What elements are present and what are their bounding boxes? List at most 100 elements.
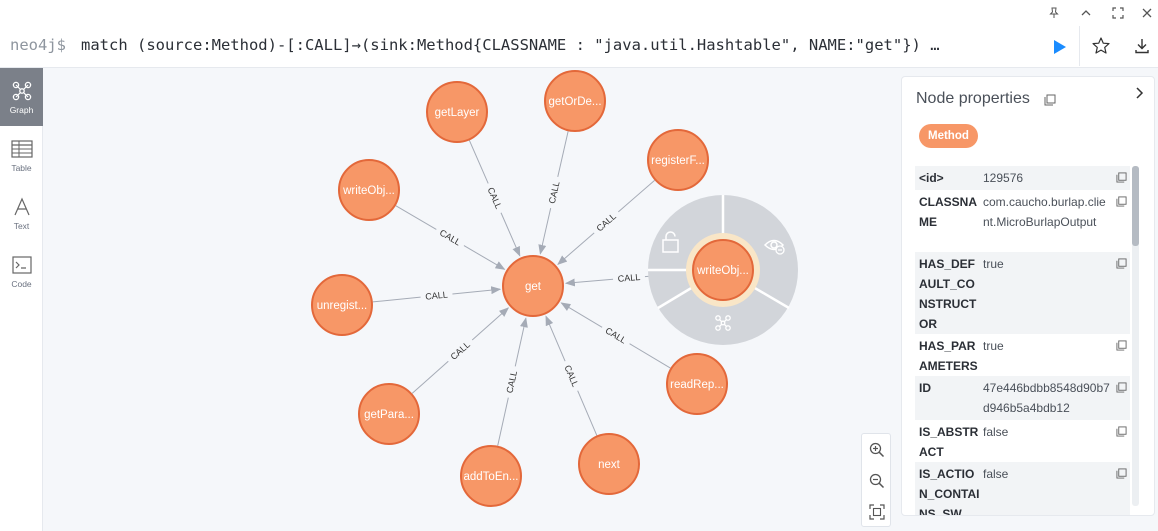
properties-scrollbar[interactable]: [1132, 166, 1139, 506]
copy-icon[interactable]: [1044, 94, 1056, 106]
unlock-icon[interactable]: [662, 231, 679, 253]
relationship-line[interactable]: [577, 390, 598, 436]
node-caption: unregist...: [317, 300, 368, 312]
relationship-label[interactable]: CALL: [486, 186, 504, 211]
node-caption: readRep...: [670, 379, 724, 391]
relationship-line[interactable]: [463, 245, 506, 270]
favorite-star-icon[interactable]: [1091, 36, 1111, 56]
graph-node[interactable]: registerF...: [647, 129, 709, 191]
chevron-right-icon[interactable]: [1131, 85, 1147, 101]
relationship-line[interactable]: [452, 286, 502, 295]
relationship-label[interactable]: CALL: [594, 211, 618, 233]
expand-graph-icon[interactable]: [715, 315, 731, 331]
graph-node[interactable]: writeObj...: [338, 159, 400, 221]
graph-icon: [10, 79, 34, 103]
node-caption: addToEn...: [464, 471, 519, 483]
sidebar-item-label: Code: [11, 279, 32, 289]
relationship-line[interactable]: [395, 205, 437, 230]
relationship-line[interactable]: [564, 278, 614, 287]
node-circle[interactable]: [692, 239, 754, 301]
node-circle[interactable]: [426, 81, 488, 143]
node-circle[interactable]: [338, 159, 400, 221]
node-caption: registerF...: [651, 155, 705, 167]
property-value: false: [983, 425, 1009, 439]
copy-icon[interactable]: [1116, 426, 1127, 437]
node-caption: getPara...: [364, 409, 414, 421]
property-key: <id>: [919, 171, 944, 185]
node-circle[interactable]: [502, 255, 564, 317]
sidebar-item-label: Table: [11, 163, 32, 173]
relationship-line[interactable]: [372, 296, 421, 303]
zoom-in-icon[interactable]: [867, 440, 887, 460]
relationship-line[interactable]: [560, 302, 603, 328]
relationship-line[interactable]: [629, 343, 671, 369]
relationship-line[interactable]: [538, 208, 552, 255]
zoom-out-icon[interactable]: [867, 471, 887, 491]
node-properties-panel: Node properties Method <id> 129576 CLASS…: [901, 76, 1155, 516]
relationship-line[interactable]: [411, 360, 449, 394]
property-key: IS_ABSTRACT: [919, 425, 979, 459]
fullscreen-icon[interactable]: [1108, 3, 1128, 23]
node-circle[interactable]: [666, 353, 728, 415]
relationship-label[interactable]: CALL: [547, 180, 562, 204]
sidebar-item-graph[interactable]: Graph: [0, 68, 43, 126]
run-query-icon[interactable]: [1048, 36, 1070, 58]
relationship-label[interactable]: CALL: [504, 370, 519, 394]
relationship-label[interactable]: CALL: [604, 325, 628, 345]
copy-icon[interactable]: [1116, 382, 1127, 393]
graph-node[interactable]: next: [578, 433, 640, 495]
sidebar-item-code[interactable]: Code: [0, 242, 43, 300]
property-row: IS_ACTION_CONTAINS_SW false: [915, 462, 1130, 515]
chevron-up-icon[interactable]: [1076, 3, 1096, 23]
relationship-line[interactable]: [557, 131, 569, 178]
graph-canvas[interactable]: CALL CALL CALL CALL CALL CALL CALL CALL CALL CALL: [44, 68, 900, 531]
copy-icon[interactable]: [1116, 468, 1127, 479]
graph-node[interactable]: getLayer: [426, 81, 488, 143]
query-editor[interactable]: neo4j$ match (source:Method)-[:CALL]→(si…: [0, 26, 1080, 66]
sidebar-item-text[interactable]: Text: [0, 184, 43, 242]
node-circle[interactable]: [358, 383, 420, 445]
relationship-line[interactable]: [545, 315, 566, 362]
relationship-label[interactable]: CALL: [449, 339, 472, 361]
relationship-line[interactable]: [514, 317, 528, 367]
query-text[interactable]: match (source:Method)-[:CALL]→(sink:Meth…: [81, 36, 940, 54]
relationship-label[interactable]: CALL: [438, 227, 462, 247]
relationship-line[interactable]: [471, 307, 510, 341]
relationship-line[interactable]: [557, 232, 595, 266]
copy-icon[interactable]: [1116, 196, 1127, 207]
sidebar-item-table[interactable]: Table: [0, 126, 43, 184]
hide-node-icon[interactable]: [763, 239, 785, 255]
node-label-badge[interactable]: Method: [919, 124, 978, 148]
graph-node[interactable]: unregist...: [311, 274, 373, 336]
relationship-label[interactable]: CALL: [425, 290, 448, 302]
node-circle[interactable]: [544, 70, 606, 132]
graph-node[interactable]: getPara...: [358, 383, 420, 445]
relationship-line[interactable]: [500, 212, 521, 257]
node-circle[interactable]: [311, 274, 373, 336]
selected-graph-node[interactable]: writeObj...: [692, 239, 754, 301]
node-circle[interactable]: [578, 433, 640, 495]
center-graph-node[interactable]: get: [502, 255, 564, 317]
scrollbar-thumb[interactable]: [1132, 166, 1139, 246]
fit-to-screen-icon[interactable]: [867, 502, 887, 522]
copy-icon[interactable]: [1116, 258, 1127, 269]
window-bar: [0, 0, 1158, 26]
node-circle[interactable]: [460, 445, 522, 507]
relationship-line[interactable]: [468, 140, 489, 184]
copy-icon[interactable]: [1116, 172, 1127, 183]
relationship-line[interactable]: [618, 179, 655, 213]
relationship-line[interactable]: [497, 397, 509, 446]
property-value: true: [983, 339, 1004, 353]
graph-svg[interactable]: CALL CALL CALL CALL CALL CALL CALL CALL CALL CALL: [44, 68, 900, 531]
download-icon[interactable]: [1132, 36, 1152, 56]
node-circle[interactable]: [647, 129, 709, 191]
copy-icon[interactable]: [1116, 340, 1127, 351]
close-icon[interactable]: [1137, 3, 1157, 23]
relationship-label[interactable]: CALL: [562, 364, 580, 389]
relationship-label[interactable]: CALL: [617, 272, 640, 284]
pin-icon[interactable]: [1044, 3, 1064, 23]
code-icon: [10, 253, 34, 277]
graph-node[interactable]: getOrDe...: [544, 70, 606, 132]
graph-node[interactable]: readRep...: [666, 353, 728, 415]
graph-node[interactable]: addToEn...: [460, 445, 522, 507]
